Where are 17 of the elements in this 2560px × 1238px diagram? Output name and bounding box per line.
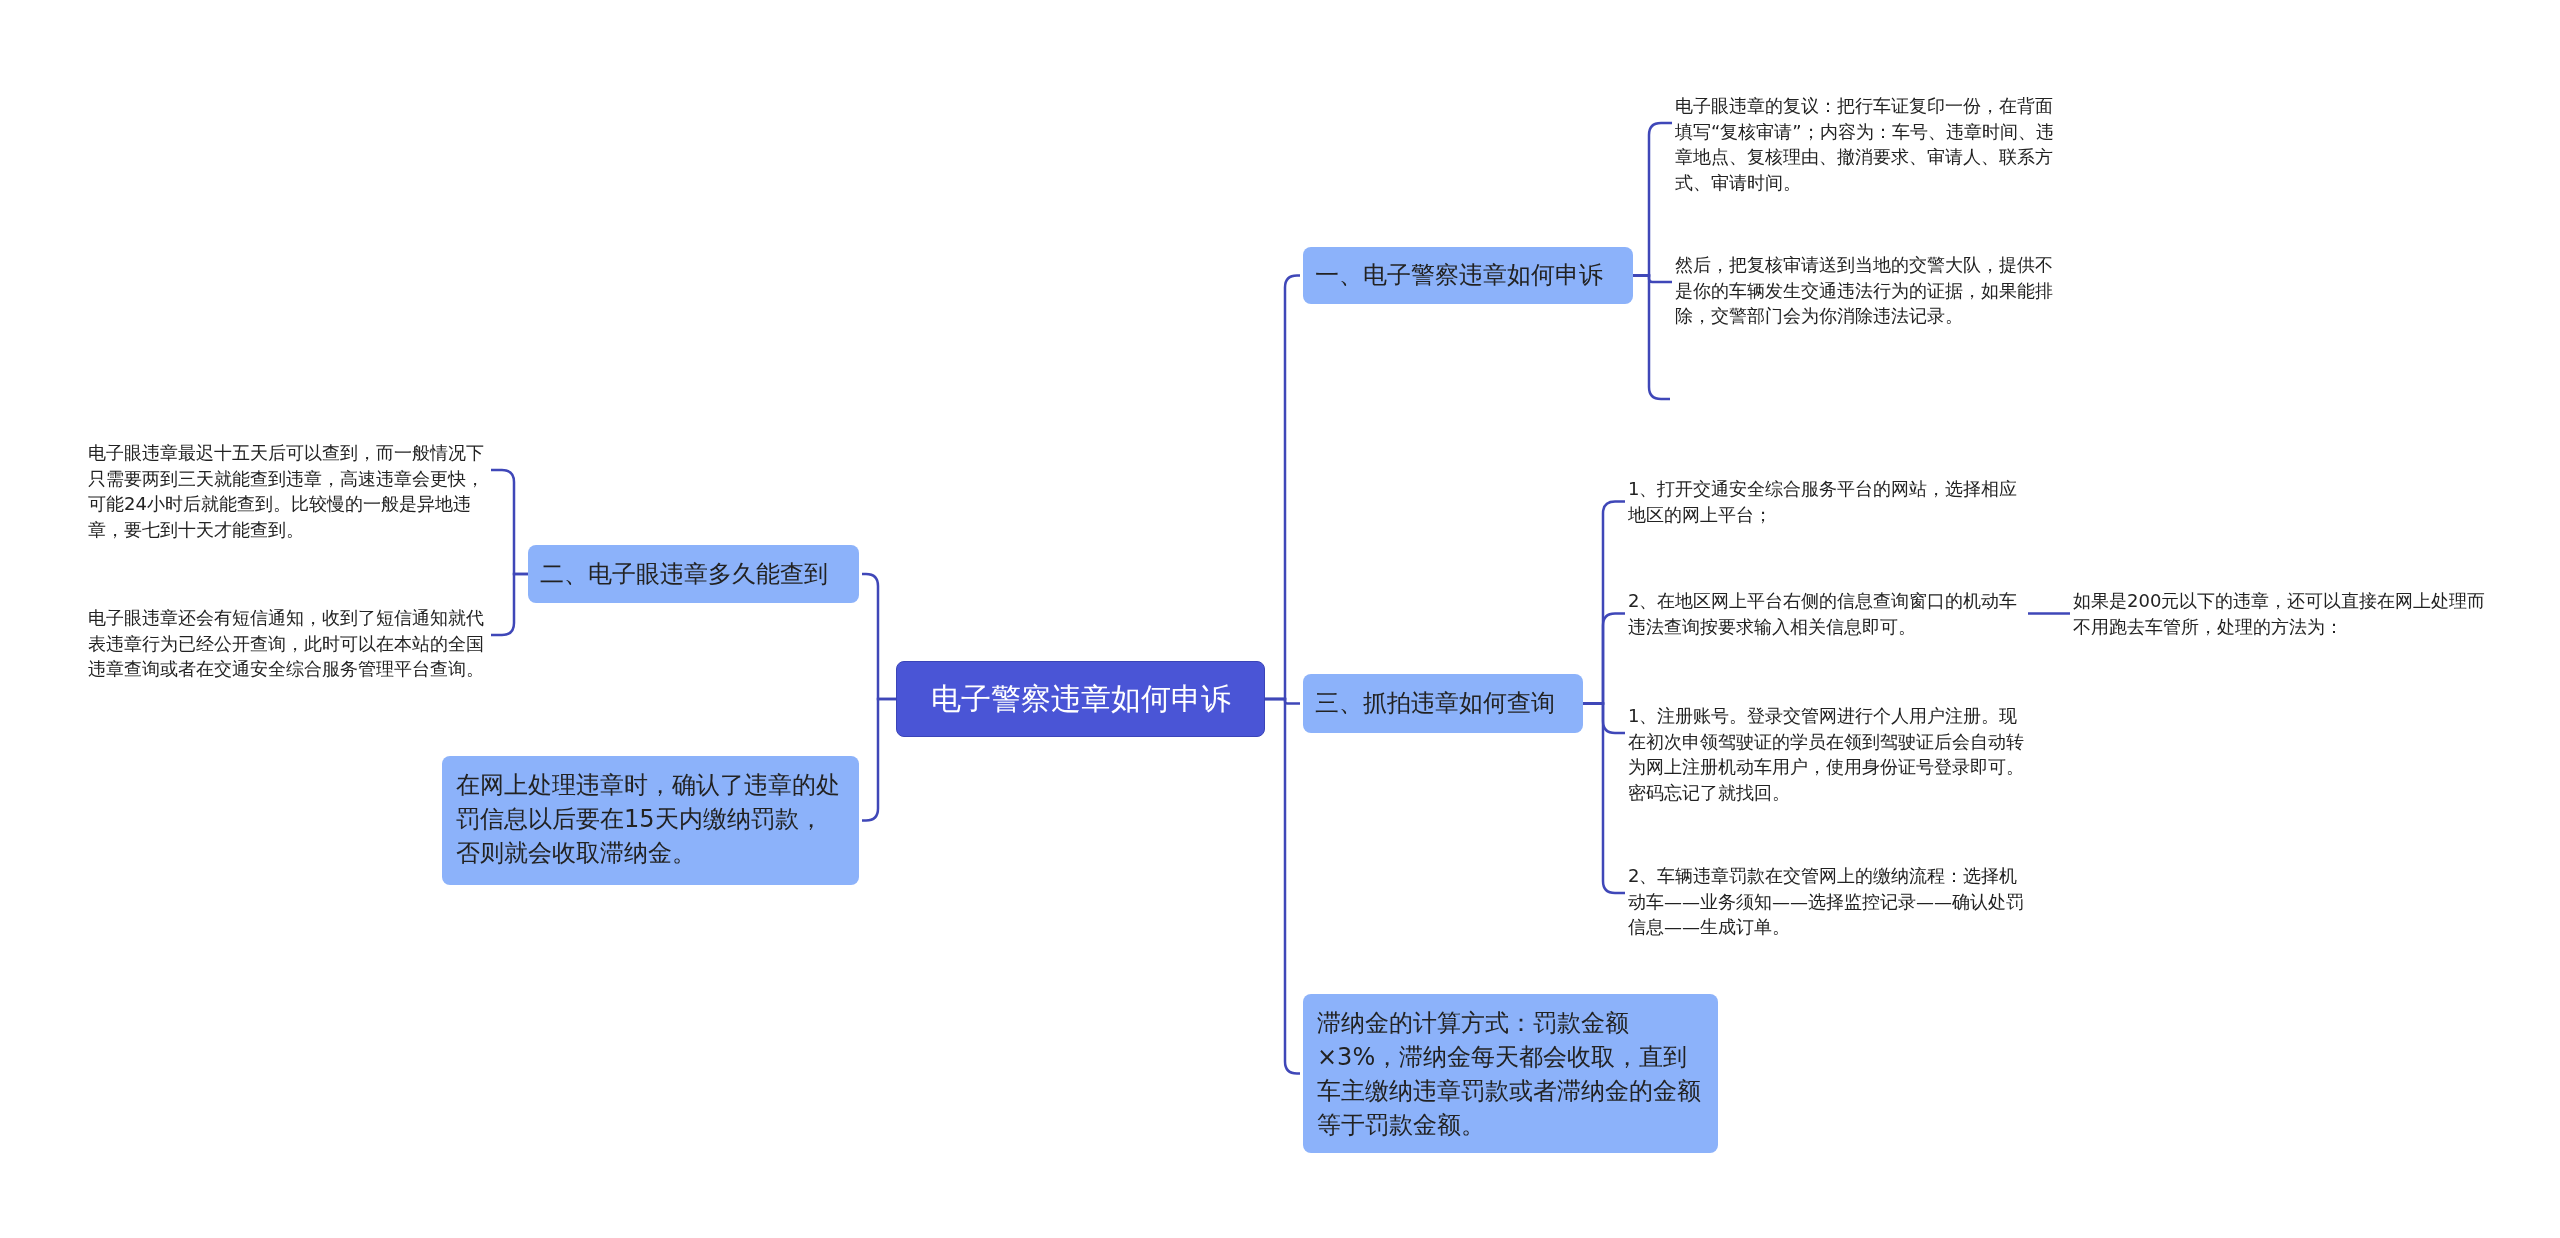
topic-box: 二、电子眼违章多久能查到 xyxy=(528,545,859,603)
leaf-text: 电子眼违章的复议：把行车证复印一份，在背面填写“复核审请”；内容为：车号、违章时间、违章地点、复核理由、撤消要求、审请人、联系方式、审请时间。 xyxy=(1675,93,2060,196)
leaf-text: 1、注册账号。登录交管网进行个人用户注册。现在初次申领驾驶证的学员在领到驾驶证后会自动转为网上注册机动车用户，使用身份证号登录即可。密码忘记了就找回。 xyxy=(1628,703,2028,806)
central-topic: 电子警察违章如何申诉 xyxy=(896,661,1265,737)
topic-box: 一、电子警察违章如何申诉 xyxy=(1303,247,1633,304)
leaf-text: 1、打开交通安全综合服务平台的网站，选择相应地区的网上平台； xyxy=(1628,476,2028,528)
topic-box: 三、抓拍违章如何查询 xyxy=(1303,674,1583,733)
leaf-text: 2、在地区网上平台右侧的信息查询窗口的机动车违法查询按要求输入相关信息即可。 xyxy=(1628,588,2028,640)
leaf-text: 2、车辆违章罚款在交管网上的缴纳流程：选择机动车——业务须知——选择监控记录——确认处罚信息——生成订单。 xyxy=(1628,863,2028,940)
leaf-text: 电子眼违章还会有短信通知，收到了短信通知就代表违章行为已经公开查询，此时可以在本站的全国违章查询或者在交通安全综合服务管理平台查询。 xyxy=(88,605,488,682)
leaf-text: 然后，把复核审请送到当地的交警大队，提供不是你的车辆发生交通违法行为的证据，如果能排除，交警部门会为你消除违法记录。 xyxy=(1675,252,2060,329)
leaf-text: 电子眼违章最迟十五天后可以查到，而一般情况下只需要两到三天就能查到违章，高速违章会更快，可能24小时后就能查到。比较慢的一般是异地违章，要七到十天才能查到。 xyxy=(88,440,488,543)
topic-box: 在网上处理违章时，确认了违章的处罚信息以后要在15天内缴纳罚款，否则就会收取滞纳金。 xyxy=(442,756,859,885)
connector-line xyxy=(2028,612,2070,615)
leaf-text: 如果是200元以下的违章，还可以直接在网上处理而不用跑去车管所，处理的方法为： xyxy=(2073,588,2493,640)
connector-line xyxy=(1633,274,1670,401)
topic-box: 滞纳金的计算方式：罚款金额×3%，滞纳金每天都会收取，直到车主缴纳违章罚款或者滞纳金的金额等于罚款金额。 xyxy=(1303,994,1718,1153)
